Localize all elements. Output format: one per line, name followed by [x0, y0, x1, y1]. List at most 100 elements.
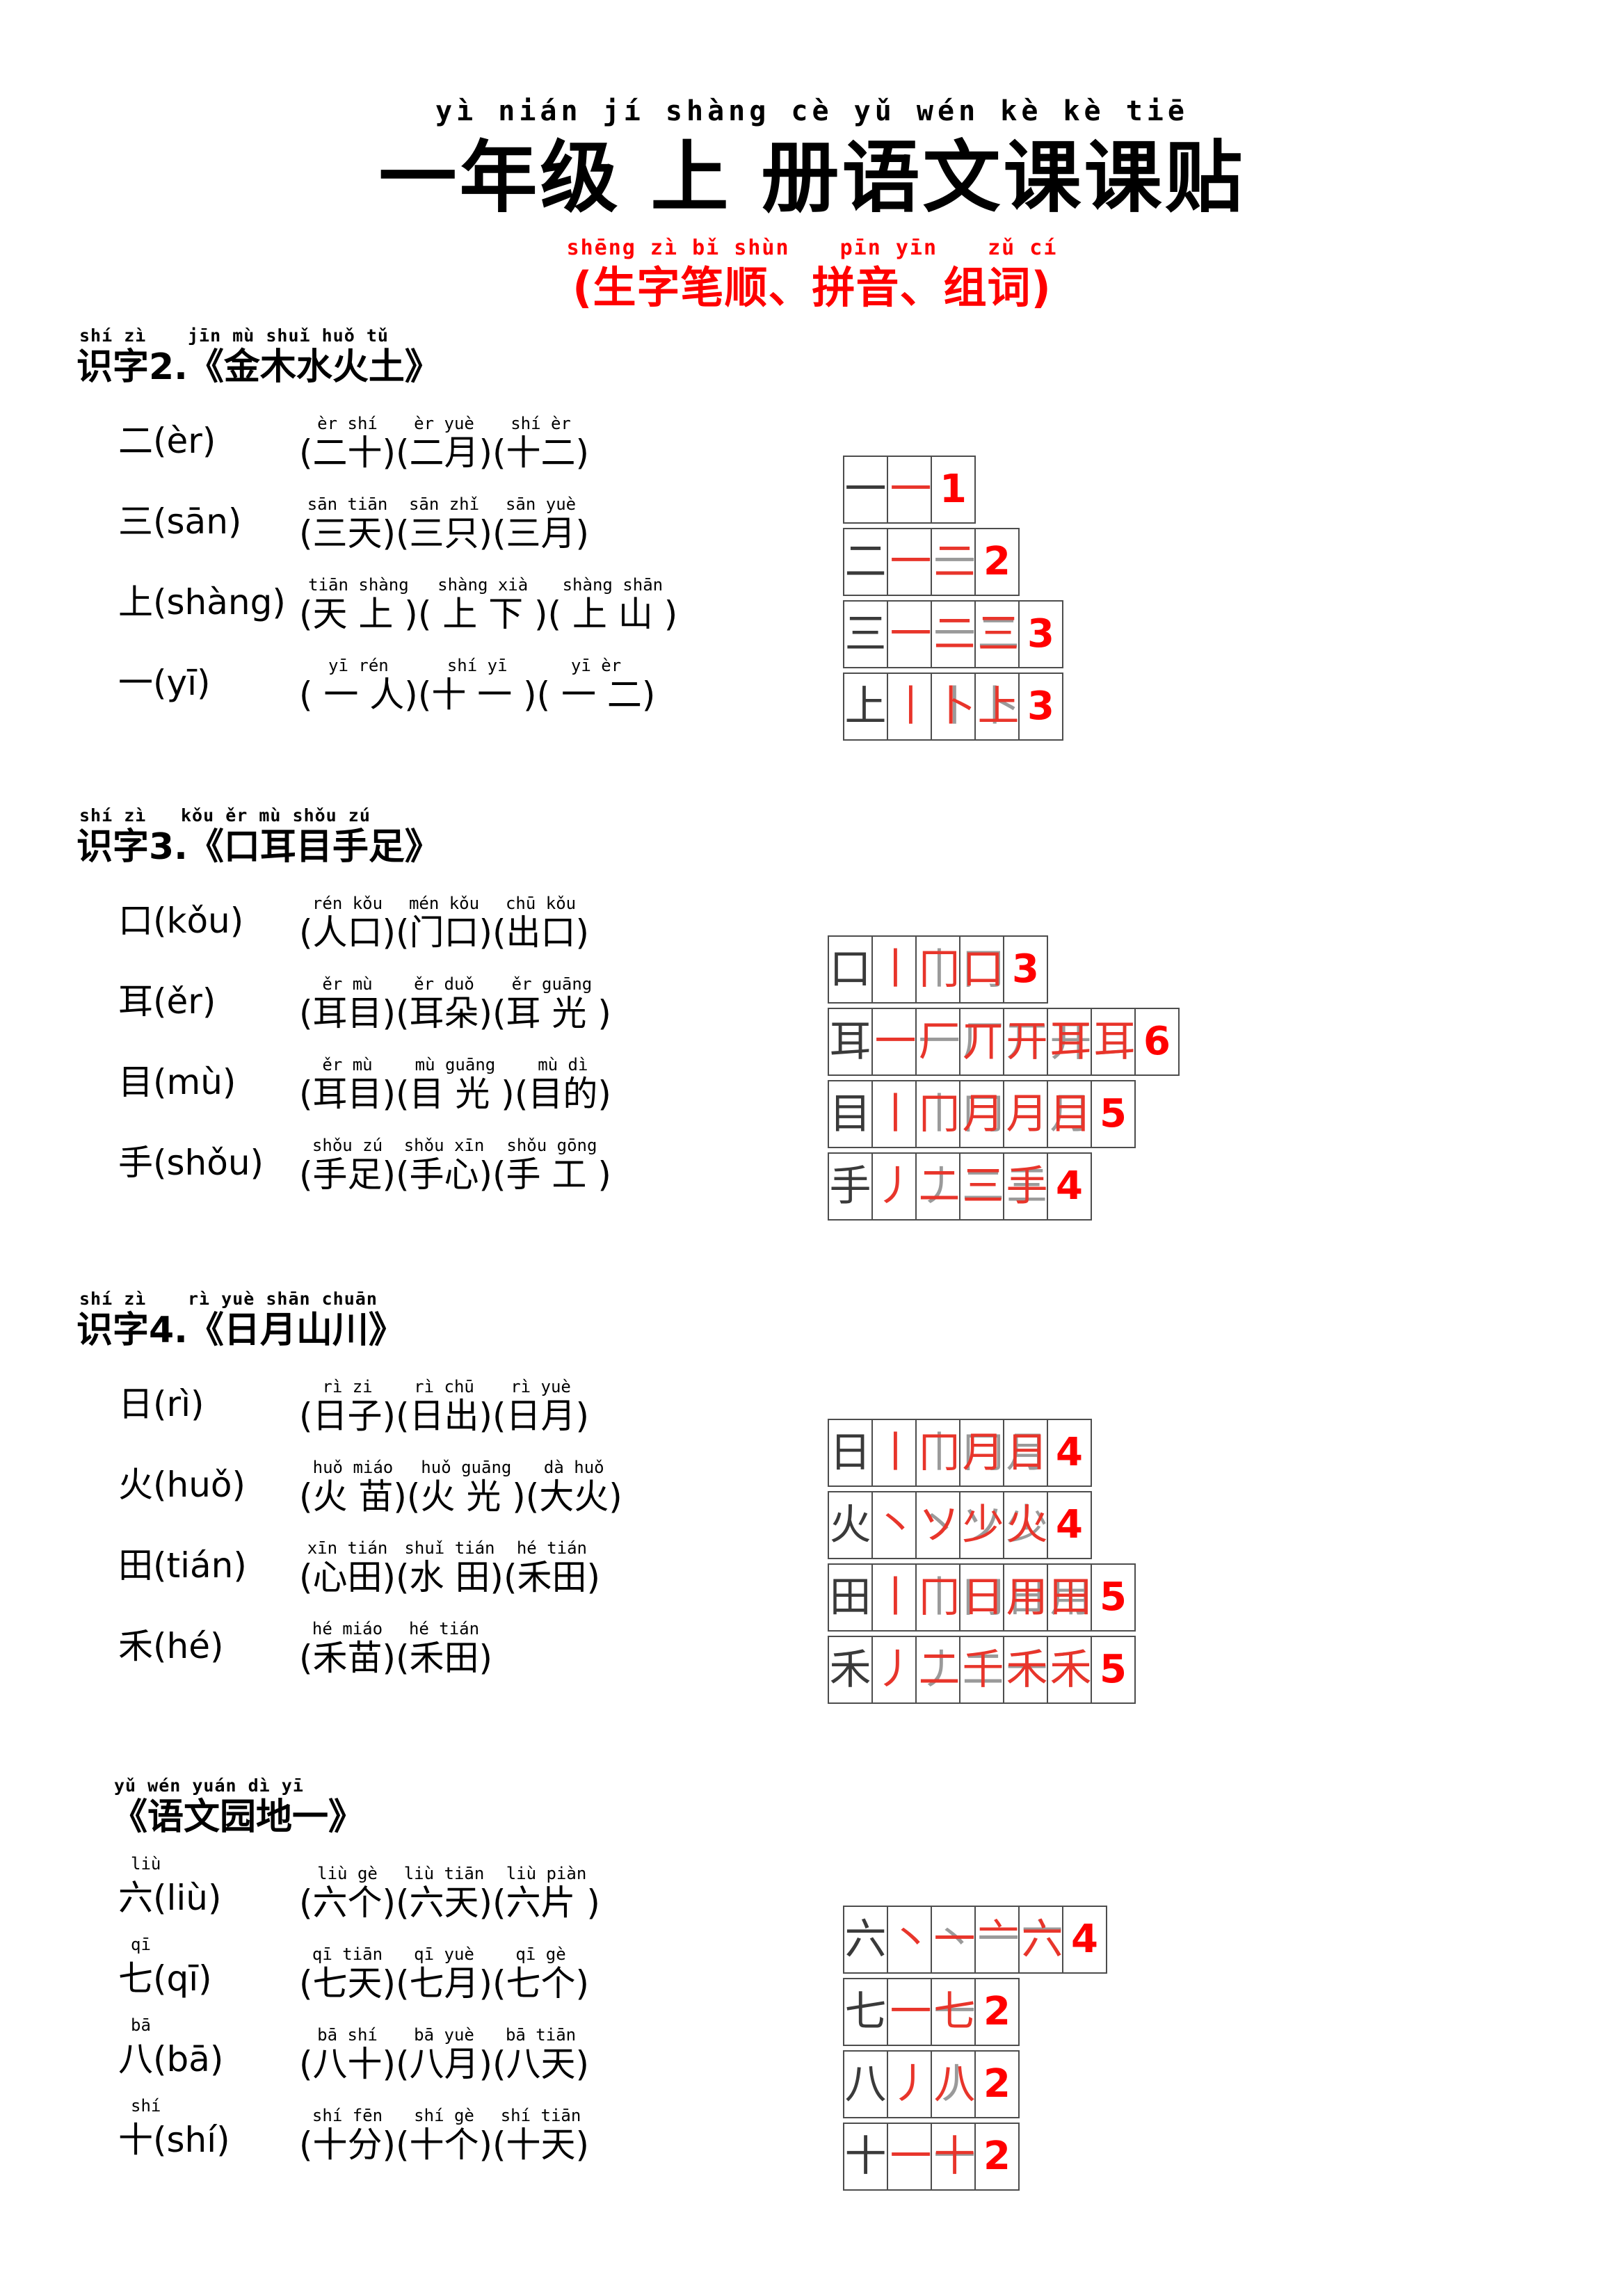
current-stroke-glyph: 丨: [874, 1573, 917, 1622]
stroke-count-value: 5: [1100, 1575, 1127, 1620]
section-heading-pinyin-left: shí zì: [79, 1289, 147, 1309]
current-stroke-layer: 丶: [873, 1492, 917, 1558]
word-text: (三天): [299, 513, 396, 554]
current-stroke-glyph: 丶: [874, 1501, 917, 1549]
stroke-step-stack: 一七: [932, 1979, 975, 2045]
character-row: 三(sān)sān tiān(三天)sān zhǐ(三只)sān yuè(三月): [0, 481, 1624, 561]
previous-strokes-layer: 一: [932, 529, 975, 595]
word-list: èr shí(二十)èr yuè(二月)shí èr(十二): [299, 414, 589, 474]
current-stroke-layer: 目: [1048, 1081, 1091, 1147]
word-entry: mù guāng(目 光 ): [396, 1056, 515, 1113]
word-text: (七月): [396, 1963, 493, 2004]
word-pinyin: èr yuè: [414, 414, 474, 434]
full-character-glyph: 八: [844, 2060, 887, 2109]
previous-strokes-glyph: 月: [1006, 1090, 1048, 1138]
word-pinyin: shí yī: [447, 656, 508, 676]
stroke-step-stack: 丨冂: [917, 1565, 960, 1630]
stroke-step-stack: 月月: [1004, 1081, 1048, 1147]
previous-strokes-layer: 一: [932, 602, 975, 667]
stroke-count-value: 2: [983, 539, 1011, 584]
word-text: (二十): [299, 433, 396, 474]
word-pinyin: mén kǒu: [408, 894, 480, 914]
stroke-step-stack: 丨卜: [932, 674, 975, 739]
current-stroke-glyph: 日: [1006, 1428, 1048, 1477]
current-stroke-layer: 丨: [873, 1420, 916, 1485]
full-character-cell: 耳: [828, 1008, 873, 1076]
word-entry: rì yuè(日月): [492, 1378, 589, 1435]
current-stroke-layer: 上: [976, 674, 1019, 739]
previous-strokes-glyph: 亠: [1021, 1915, 1063, 1964]
word-text: (耳目): [299, 993, 396, 1034]
stroke-step-stack: 丨冂: [917, 1081, 960, 1147]
current-stroke-layer: 月: [960, 1081, 1004, 1147]
stroke-count-value: 3: [1012, 947, 1039, 992]
stroke-step-stack: 一: [888, 1979, 931, 2045]
previous-strokes-glyph: 月: [1006, 1428, 1048, 1477]
current-stroke-glyph: 火: [1006, 1501, 1048, 1549]
word-pinyin: liù gè: [317, 1864, 378, 1884]
current-stroke-glyph: 耳: [1093, 1017, 1136, 1066]
character-pinyin: liù: [131, 1854, 161, 1874]
word-entry: liù piàn(六片 ): [492, 1865, 600, 1922]
character-row-list: 口(kǒu)rén kǒu(人口)mén kǒu(门口)chū kǒu(出口)耳…: [0, 880, 1624, 1202]
word-entry: liù tiān(六天): [396, 1865, 492, 1922]
stroke-step-cell: 一厂: [915, 1008, 960, 1076]
current-stroke-glyph: ソ: [918, 1501, 960, 1549]
word-text: (火 光 ): [406, 1476, 526, 1517]
stroke-step-stack: 丨: [873, 1565, 917, 1630]
word-list: ěr mù(耳目)ěr duǒ(耳朵)ěr guāng(耳 光 ): [299, 976, 611, 1034]
previous-strokes-glyph: 二: [977, 610, 1020, 659]
word-text: (出口): [492, 912, 590, 953]
stroke-step-stack: 丿二: [917, 1637, 960, 1702]
word-text: ( 上 下 ): [417, 594, 548, 635]
stroke-count-cell: 3: [1018, 600, 1063, 668]
current-stroke-glyph: 一: [890, 538, 932, 586]
word-text: (心田): [299, 1557, 396, 1598]
word-text: (三只): [396, 513, 493, 554]
word-text: (八十): [299, 2044, 396, 2085]
previous-strokes-glyph: 厂: [962, 1017, 1004, 1066]
previous-strokes-layer: 丌: [1004, 1009, 1047, 1074]
current-stroke-layer: 一: [888, 529, 932, 595]
full-character-cell: 六: [843, 1906, 888, 1974]
full-character-glyph: 火: [829, 1501, 871, 1549]
stroke-step-cell: 冂日: [959, 1563, 1004, 1632]
current-stroke-layer: 耳: [1092, 1009, 1136, 1074]
subtitle-pinyin-part-3: zǔ cí: [988, 236, 1058, 261]
word-text: (耳朵): [396, 993, 493, 1034]
current-stroke-glyph: 月: [962, 1090, 1004, 1138]
previous-strokes-glyph: 千: [1006, 1645, 1048, 1694]
character-with-pinyin: 十(shí): [118, 2120, 230, 2161]
word-entry: mén kǒu(门口): [396, 894, 492, 951]
previous-strokes-glyph: ソ: [962, 1501, 1004, 1549]
previous-strokes-glyph: 一: [918, 1017, 960, 1066]
word-text: (十天): [492, 2125, 590, 2166]
word-pinyin: bā yuè: [414, 2025, 474, 2045]
word-entry: bā tiān(八天): [492, 2027, 589, 2083]
current-stroke-layer: 口: [960, 937, 1004, 1002]
word-entry: hé tián(禾田): [396, 1620, 492, 1677]
stroke-step-cell: 丿: [871, 1152, 917, 1221]
current-stroke-layer: 一: [888, 1979, 931, 2045]
current-stroke-glyph: 禾: [1050, 1645, 1092, 1694]
stroke-count-value: 6: [1143, 1019, 1171, 1064]
section-heading-pinyin-right: jīn mù shuǐ huǒ tǔ: [188, 325, 389, 346]
word-text: (耳目): [299, 1074, 396, 1115]
stroke-count-value: 4: [1056, 1430, 1083, 1475]
current-stroke-layer: 冂: [917, 1565, 960, 1630]
current-stroke-layer: 亠: [976, 1907, 1019, 1972]
word-pinyin: huǒ guāng: [421, 1458, 512, 1478]
stroke-count-value: 4: [1056, 1163, 1083, 1209]
stroke-step-cell: 禾禾: [1047, 1636, 1092, 1704]
stroke-count-cell: 3: [1003, 935, 1048, 1004]
word-text: (火 苗): [299, 1476, 407, 1517]
full-character-cell: 田: [828, 1563, 873, 1632]
